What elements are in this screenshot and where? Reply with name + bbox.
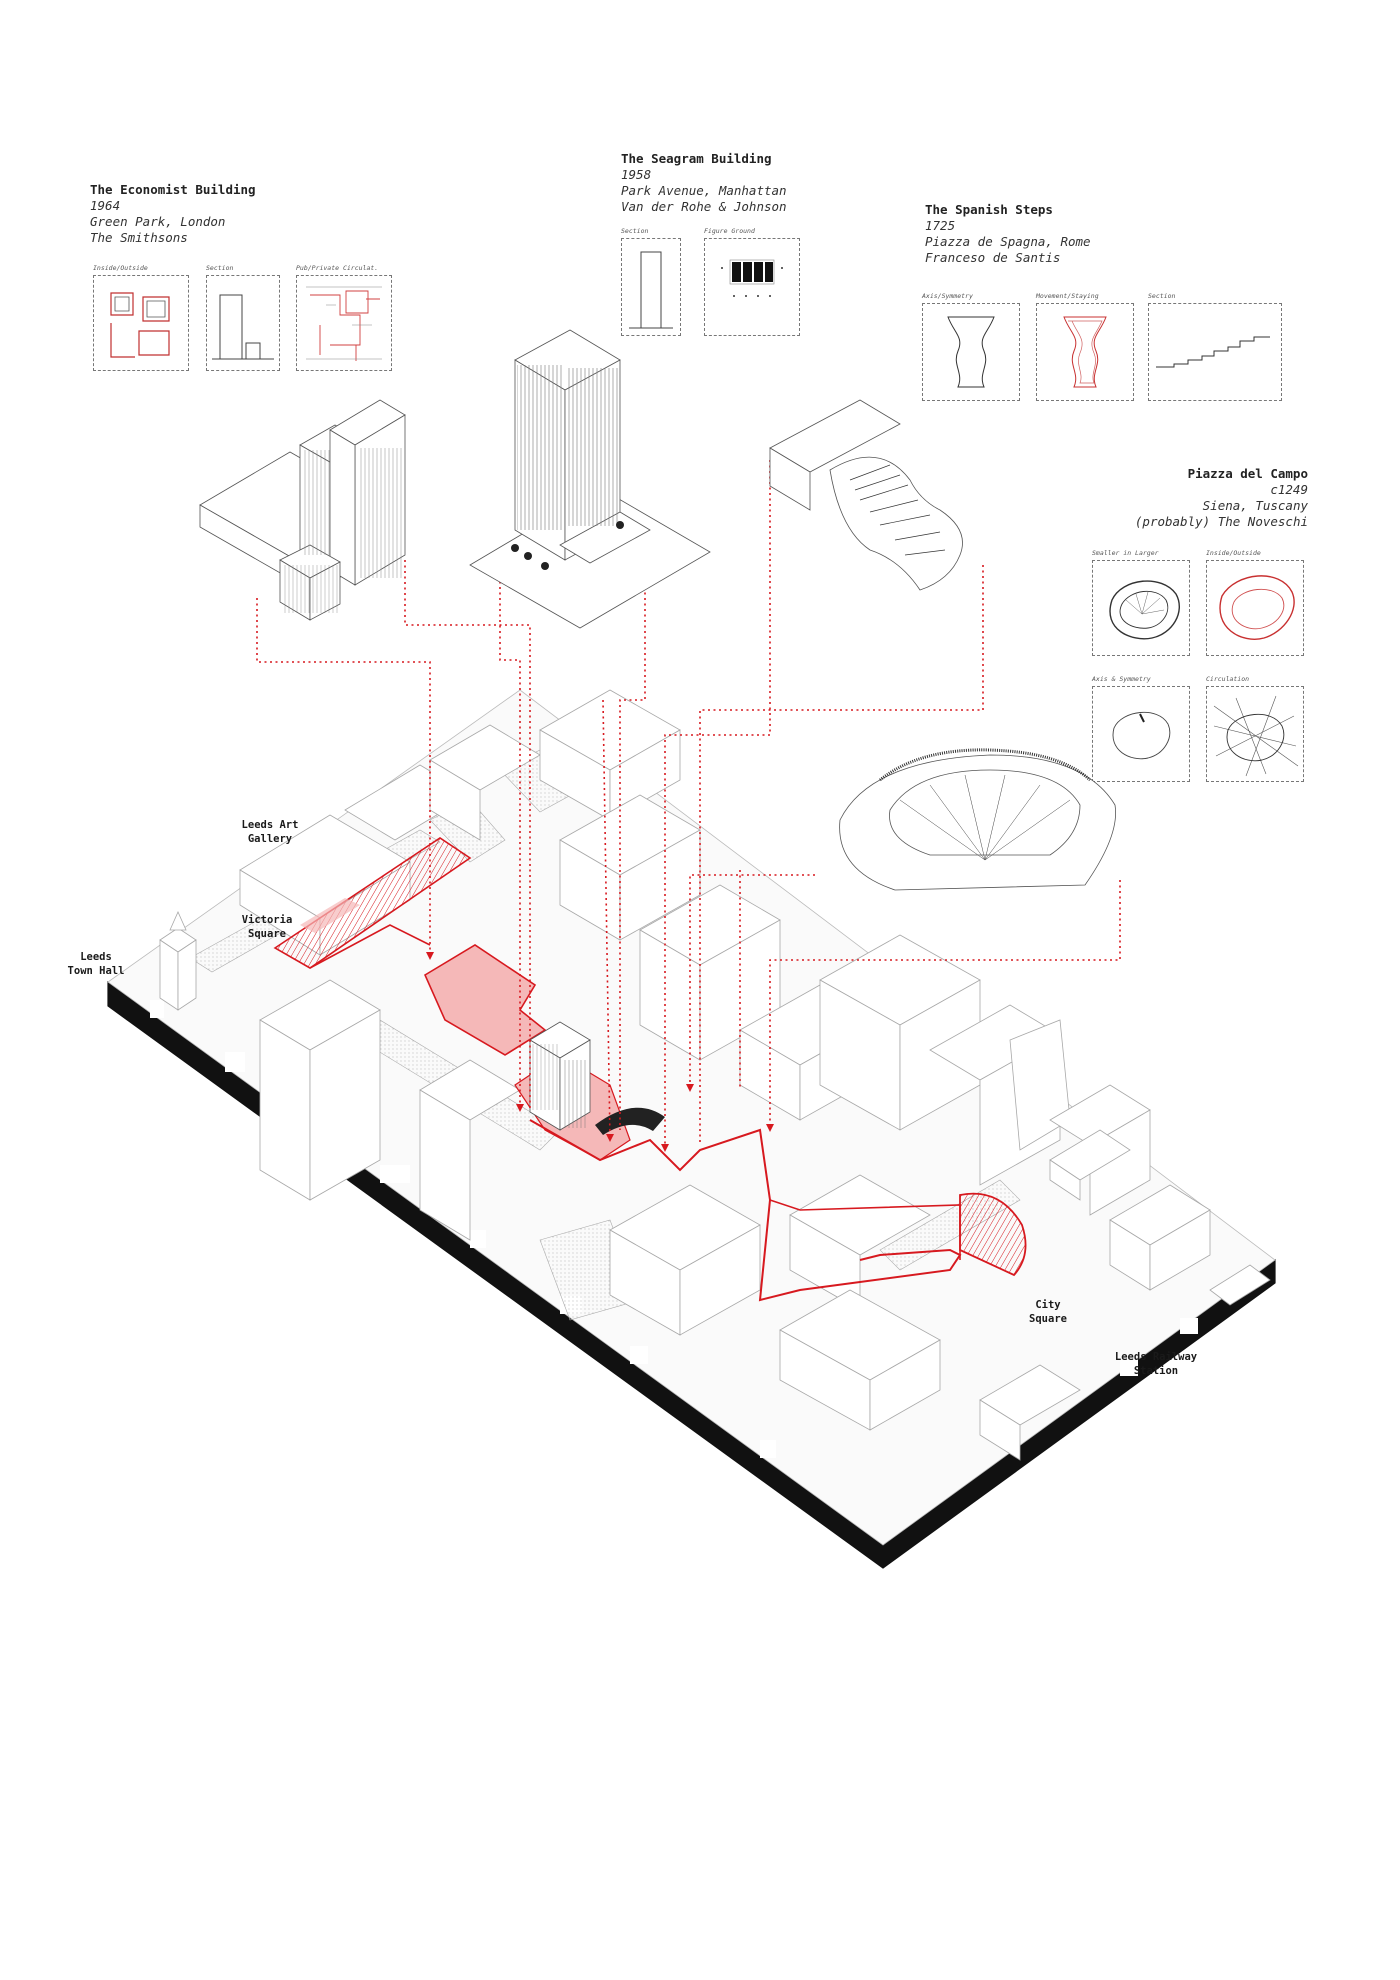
ref-location: Siena, Tuscany xyxy=(1202,498,1308,513)
spanish-section-diagram: Section xyxy=(1148,292,1282,401)
ref-title: The Spanish Steps xyxy=(925,202,1053,217)
spanish-steps-model xyxy=(769,399,963,591)
axis-symmetry-sketch xyxy=(1112,711,1171,760)
axis-symmetry-sketch xyxy=(947,316,995,388)
circulation-sketch xyxy=(1213,695,1299,777)
spanish-axis-symmetry-diagram: Axis/Symmetry xyxy=(922,292,1020,401)
facade-hatch xyxy=(358,448,402,578)
ref-architect: Franceso de Santis xyxy=(925,250,1061,265)
figure-ground-sketch xyxy=(721,259,783,297)
ref-title: The Seagram Building xyxy=(621,151,772,166)
seagram-figure-ground-diagram: Figure Ground xyxy=(704,227,800,336)
movement-sketch xyxy=(1063,316,1107,388)
stair-section-sketch xyxy=(1156,336,1270,368)
label-leeds-railway-station: Leeds Railway Station xyxy=(1114,1351,1198,1377)
circulation-sketch xyxy=(306,286,382,361)
economist-section-diagram: Section xyxy=(206,264,280,371)
ref-title: Piazza del Campo xyxy=(1187,466,1308,481)
smaller-in-larger-sketch xyxy=(1109,580,1181,640)
connector-arrows xyxy=(426,952,774,1152)
ref-architect: (probably) The Noveschi xyxy=(1134,514,1308,529)
ref-campo-text: Piazza del Campo c1249 Siena, Tuscany (p… xyxy=(1135,466,1308,530)
intervention-route xyxy=(273,837,1027,1302)
stair-treads xyxy=(849,464,946,556)
inside-outside-sketch xyxy=(1219,575,1295,640)
campo-circulation-diagram: Circulation xyxy=(1206,675,1304,782)
facade-hatch xyxy=(282,565,338,613)
connector-lines xyxy=(256,460,1121,1150)
spanish-movement-diagram: Movement/Staying xyxy=(1036,292,1134,401)
campo-smaller-in-larger-diagram: Smaller in Larger xyxy=(1092,549,1190,656)
ref-architect: The Smithsons xyxy=(90,230,188,245)
ref-location: Green Park, London xyxy=(90,214,226,229)
economist-circulation-diagram: Pub/Private Circulat. xyxy=(296,264,392,371)
ref-year: 1958 xyxy=(621,167,652,182)
label-leeds-town-hall: Leeds Town Hall xyxy=(67,951,125,977)
section-sketch xyxy=(212,294,274,360)
ref-year: 1725 xyxy=(925,218,956,233)
label-leeds-art-gallery: Leeds Art Gallery xyxy=(241,819,299,845)
tree-icons xyxy=(511,521,624,570)
facade-hatch xyxy=(567,368,618,526)
campo-facade-ring xyxy=(879,748,1092,782)
context-buildings xyxy=(159,689,1271,1461)
label-victoria-square: Victoria Square xyxy=(241,914,293,940)
ref-location: Piazza de Spagna, Rome xyxy=(925,234,1091,249)
campo-radial-lines xyxy=(899,774,1071,861)
ref-location: Park Avenue, Manhattan xyxy=(621,183,787,198)
ref-title: The Economist Building xyxy=(90,182,256,197)
campo-model xyxy=(839,754,1116,891)
ref-seagram-text: The Seagram Building 1958 Park Avenue, M… xyxy=(621,151,787,215)
label-city-square: City Square xyxy=(1029,1299,1067,1325)
inside-outside-sketch xyxy=(110,292,170,358)
campo-axis-symmetry-diagram: Axis & Symmetry xyxy=(1092,675,1190,782)
economist-inside-outside-diagram: Inside/Outside xyxy=(93,264,189,371)
campo-inside-outside-diagram: Inside/Outside xyxy=(1206,549,1304,656)
ref-economist-text: The Economist Building 1964 Green Park, … xyxy=(90,182,256,246)
ref-spanish-text: The Spanish Steps 1725 Piazza de Spagna,… xyxy=(925,202,1091,266)
section-sketch xyxy=(629,251,673,329)
facade-hatch xyxy=(517,365,563,530)
ref-architect: Van der Rohe & Johnson xyxy=(621,199,787,214)
seagram-section-diagram: Section xyxy=(621,227,681,336)
ref-year: 1964 xyxy=(90,198,121,213)
facade-hatch xyxy=(302,450,332,555)
ref-year: c1249 xyxy=(1270,482,1308,497)
